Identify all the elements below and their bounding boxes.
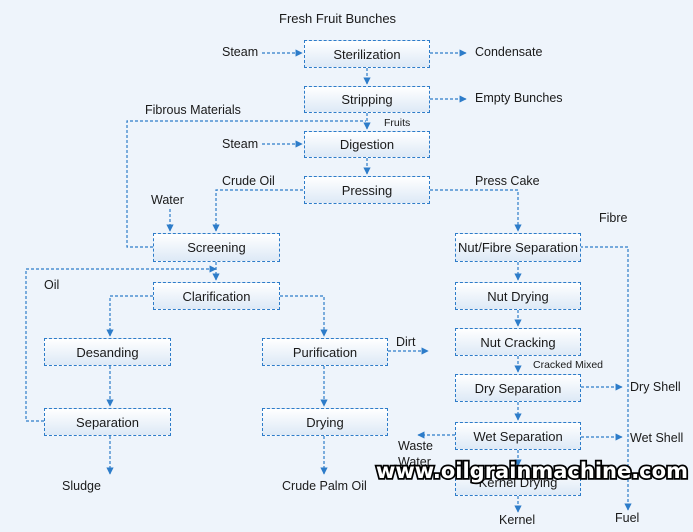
- label-steam-1: Steam: [222, 45, 259, 59]
- box-purification: Purification: [262, 338, 388, 366]
- label-crude-oil: Crude Oil: [222, 174, 275, 188]
- box-kernel-drying: Kernel Drying: [455, 468, 581, 496]
- box-separation: Separation: [44, 408, 171, 436]
- line-pressing-to-press-cake: [430, 189, 522, 232]
- label-fruits: Fruits: [384, 117, 411, 129]
- label-dry-shell: Dry Shell: [630, 380, 681, 394]
- label-sludge: Sludge: [62, 479, 101, 493]
- diagram-title: Fresh Fruit Bunches: [279, 11, 397, 26]
- line-pressing-to-crude-oil: [212, 189, 303, 232]
- box-nut-drying: Nut Drying: [455, 282, 581, 310]
- label-oil: Oil: [44, 278, 60, 292]
- label-kernel: Kernel: [499, 513, 536, 527]
- label-steam-2: Steam: [222, 137, 259, 151]
- label-crude-palm-oil: Crude Palm Oil: [282, 479, 367, 493]
- line-separation-oil-return: [25, 265, 217, 422]
- line-clarification-to-desanding: [106, 295, 153, 337]
- label-fuel: Fuel: [615, 511, 640, 525]
- watermark-text: www.oilgrainmachine.com: [374, 457, 689, 485]
- box-digestion: Digestion: [304, 131, 430, 158]
- label-waste-water: Waste Water: [398, 439, 433, 469]
- label-press-cake: Press Cake: [475, 174, 540, 188]
- line-clarification-to-purification: [280, 295, 328, 337]
- label-wet-shell: Wet Shell: [630, 431, 684, 445]
- label-condensate: Condensate: [475, 45, 543, 59]
- box-nut-cracking: Nut Cracking: [455, 328, 581, 356]
- label-fibrous-materials: Fibrous Materials: [145, 103, 241, 117]
- box-drying: Drying: [262, 408, 388, 436]
- label-empty-bunches: Empty Bunches: [475, 91, 563, 105]
- line-screening-fibrous-return: [126, 120, 366, 248]
- box-desanding: Desanding: [44, 338, 171, 366]
- box-screening: Screening: [153, 233, 280, 262]
- label-dirt: Dirt: [396, 335, 416, 349]
- box-clarification: Clarification: [153, 282, 280, 310]
- box-dry-separation: Dry Separation: [455, 374, 581, 402]
- box-stripping: Stripping: [304, 86, 430, 113]
- label-water: Water: [151, 193, 184, 207]
- box-pressing: Pressing: [304, 176, 430, 204]
- line-fibre-to-fuel: [580, 246, 632, 511]
- box-wet-separation: Wet Separation: [455, 422, 581, 450]
- box-sterilization: Sterilization: [304, 40, 430, 68]
- box-nut-fibre-separation: Nut/Fibre Separation: [455, 233, 581, 262]
- label-fibre: Fibre: [599, 211, 628, 225]
- label-cracked-mixed: Cracked Mixed: [533, 359, 604, 371]
